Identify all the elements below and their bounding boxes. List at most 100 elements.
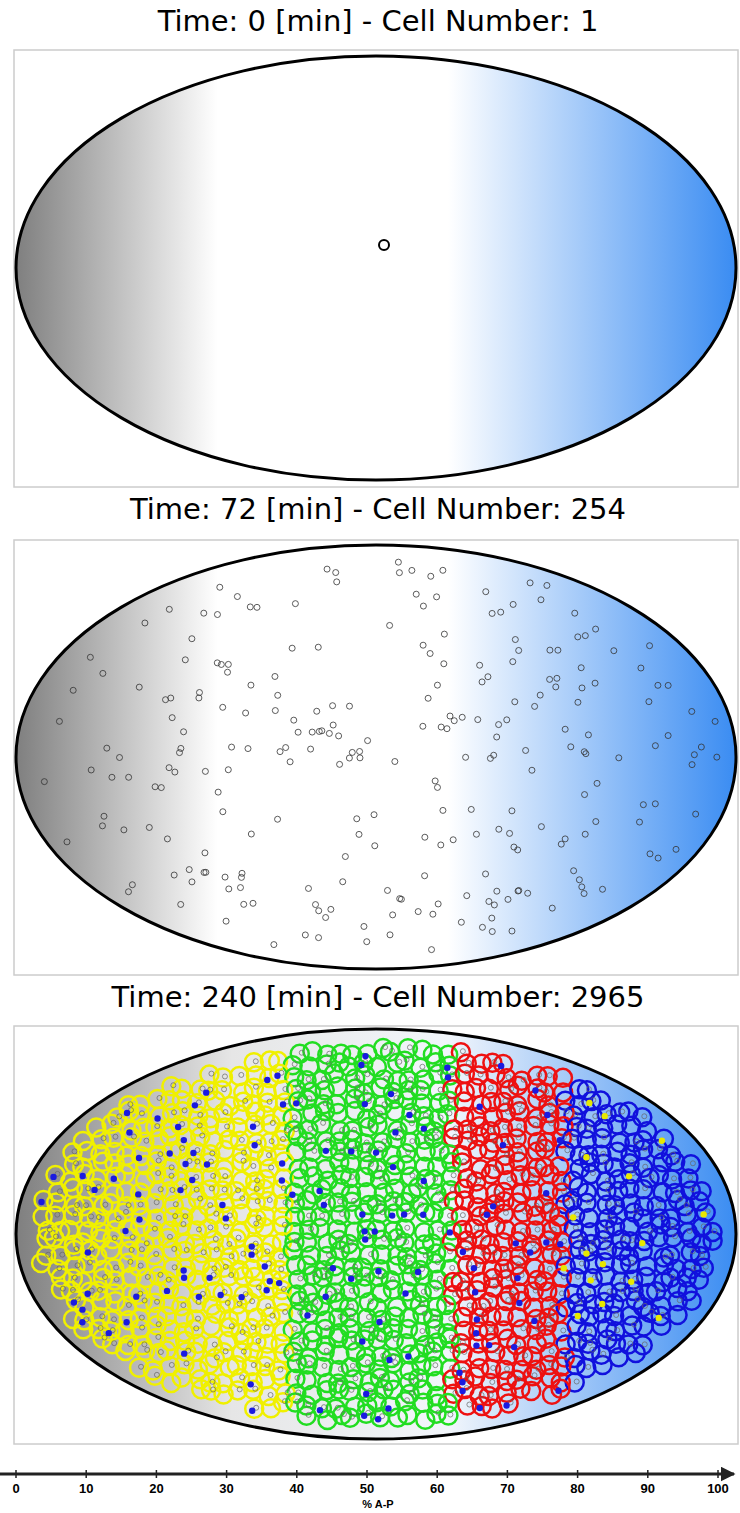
cell [409, 567, 415, 573]
cell [634, 1139, 639, 1144]
cell [198, 1112, 203, 1117]
cell-ring [522, 1382, 540, 1400]
cell [712, 1229, 717, 1234]
cell [509, 1086, 514, 1091]
cell [460, 1340, 465, 1345]
cell [517, 1149, 522, 1154]
embryo-outline [16, 545, 736, 969]
cell [64, 839, 70, 845]
cell [369, 1328, 374, 1333]
cell [495, 1349, 500, 1354]
cell [510, 659, 516, 665]
cell [438, 1087, 443, 1092]
cell [602, 1237, 607, 1242]
cell [450, 1348, 455, 1353]
cell [158, 1272, 163, 1277]
cell [633, 1209, 638, 1214]
cell-ring [594, 1356, 612, 1374]
cell [46, 1252, 51, 1257]
cell [223, 918, 229, 924]
cell [383, 1045, 388, 1050]
cell [516, 1262, 521, 1267]
cell [649, 1174, 654, 1179]
cell [448, 1097, 453, 1102]
cell [104, 745, 110, 751]
cell [117, 754, 123, 760]
cell [638, 665, 644, 671]
cell [366, 1314, 371, 1319]
cell [158, 785, 164, 791]
cell-ring [425, 1281, 443, 1299]
cell-ring [325, 1065, 343, 1083]
cell [601, 1151, 606, 1156]
cell [237, 1301, 242, 1306]
cell [156, 1322, 161, 1327]
cell [549, 1362, 554, 1367]
cell [116, 1216, 121, 1221]
cell-ring [255, 1218, 273, 1236]
cell [558, 841, 564, 847]
cell [547, 1266, 552, 1271]
cell [592, 680, 598, 686]
cell [517, 1124, 522, 1129]
cell-ring [635, 1317, 653, 1335]
cell [352, 1198, 357, 1203]
cell [60, 1252, 65, 1257]
cell [114, 1277, 119, 1282]
cell [405, 1225, 410, 1230]
cell [665, 733, 671, 739]
cell [223, 1349, 228, 1354]
cell-ring [88, 1179, 106, 1197]
cell [420, 1064, 425, 1069]
cell [113, 1134, 118, 1139]
cell [183, 1214, 188, 1219]
cell [355, 1075, 360, 1080]
cell [531, 1241, 536, 1246]
cell [675, 1190, 680, 1195]
cell [579, 1246, 584, 1251]
cell [217, 584, 223, 590]
cell [208, 1203, 213, 1208]
cell [312, 1148, 317, 1153]
cell [544, 1145, 549, 1150]
cell [139, 1247, 144, 1252]
cell [536, 1115, 541, 1120]
cell [84, 1203, 89, 1208]
cell [410, 1139, 415, 1144]
cell [182, 1108, 187, 1113]
cell [146, 824, 152, 830]
cell [272, 708, 278, 714]
cell [691, 1265, 696, 1270]
cell [604, 1226, 609, 1231]
cell [516, 647, 522, 653]
cell [449, 1335, 454, 1340]
cell [283, 1087, 288, 1092]
cell [425, 695, 431, 701]
cell-ring [664, 1228, 682, 1246]
cell [647, 643, 653, 649]
cell [291, 717, 297, 723]
cell [519, 1252, 524, 1257]
cell [112, 1317, 117, 1322]
cell [308, 746, 314, 752]
cell [109, 774, 115, 780]
cell [673, 846, 679, 852]
cell [572, 1197, 577, 1202]
cell [186, 867, 192, 873]
cell [544, 582, 550, 588]
cell [348, 1240, 353, 1245]
cell-ring [173, 1368, 191, 1386]
cell [47, 1227, 52, 1232]
cell [243, 710, 249, 716]
cell [365, 1360, 370, 1365]
cell [422, 1311, 427, 1316]
cell [289, 645, 295, 651]
cell [533, 1288, 538, 1293]
cell [633, 1287, 638, 1292]
cell [642, 1303, 647, 1308]
cell [139, 1111, 144, 1116]
cell [377, 1336, 382, 1341]
cell [615, 1328, 620, 1333]
cell [164, 836, 170, 842]
cell [714, 754, 720, 760]
